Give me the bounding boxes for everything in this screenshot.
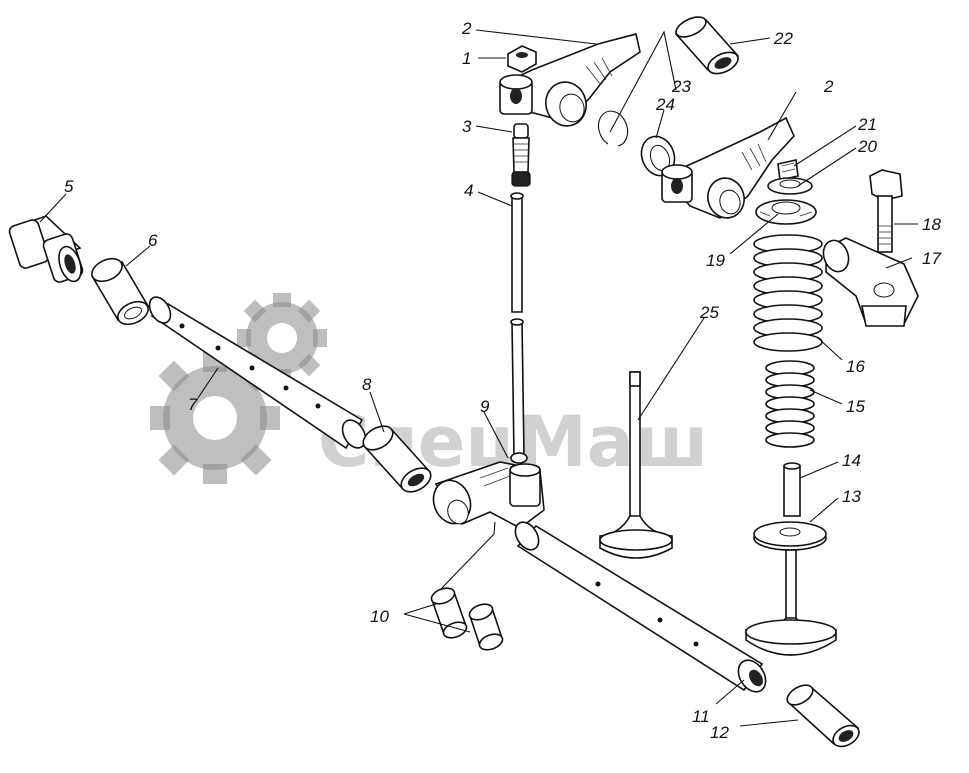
callout-22: 22 (773, 29, 793, 48)
callout-14: 14 (842, 451, 861, 470)
callout-2-second: 2 (823, 77, 834, 96)
callout-6: 6 (148, 231, 158, 250)
callout-25: 25 (699, 303, 719, 322)
part-9-rocker-arm (432, 461, 545, 529)
callout-17: 17 (922, 249, 941, 268)
part-2-rocker-arm-second (661, 116, 795, 219)
callout-12: 12 (710, 723, 729, 742)
part-20-spring-retainer (767, 177, 813, 195)
part-19-spring-plate (755, 199, 817, 225)
callout-1: 1 (462, 49, 471, 68)
part-25-valve (599, 371, 673, 559)
callout-labels: 1 2 3 4 5 6 7 8 9 10 11 12 13 14 15 16 1… (64, 19, 941, 742)
part-11-rocker-shaft (514, 521, 767, 693)
callout-23: 23 (671, 77, 691, 96)
part-4-push-rod (510, 192, 528, 464)
part-16-outer-valve-spring (753, 234, 823, 352)
part-21-valve-cotter (777, 159, 799, 181)
watermark-logo: СпецМаш (150, 293, 708, 484)
callout-21: 21 (857, 115, 877, 134)
callout-3: 3 (462, 117, 472, 136)
part-14-valve-guide (783, 462, 801, 517)
part-valve-lower (745, 549, 837, 656)
part-13-valve-washer (753, 521, 827, 551)
callout-20: 20 (857, 137, 877, 156)
callout-8: 8 (362, 375, 372, 394)
part-15-inner-valve-spring (765, 360, 815, 448)
part-7-rocker-shaft (148, 296, 367, 450)
callout-15: 15 (846, 397, 865, 416)
callout-10: 10 (370, 607, 389, 626)
part-8-bushing (362, 425, 432, 493)
callout-9: 9 (480, 397, 490, 416)
callout-18: 18 (922, 215, 941, 234)
part-6-bushing (90, 257, 150, 326)
part-12-bushing (786, 684, 860, 748)
callout-16: 16 (846, 357, 865, 376)
callout-2-top: 2 (461, 19, 472, 38)
part-24-washer (640, 135, 676, 177)
part-3-adjusting-screw (511, 123, 531, 187)
part-2-rocker-arm-top (499, 33, 641, 127)
callout-5: 5 (64, 177, 74, 196)
part-17-rocker-shaft-support (822, 237, 919, 327)
callout-4: 4 (464, 181, 473, 200)
part-10-bushings (430, 587, 504, 651)
callout-11: 11 (692, 707, 710, 726)
callout-19: 19 (706, 251, 725, 270)
part-18-bolt (869, 169, 903, 253)
callout-7: 7 (188, 395, 198, 414)
part-1-nut (507, 45, 537, 73)
part-5-bushing (8, 215, 84, 283)
part-23-snap-ring (598, 110, 629, 147)
leader-lines (39, 29, 918, 727)
part-22-bushing (674, 16, 740, 75)
callout-13: 13 (842, 487, 861, 506)
callout-24: 24 (655, 95, 675, 114)
